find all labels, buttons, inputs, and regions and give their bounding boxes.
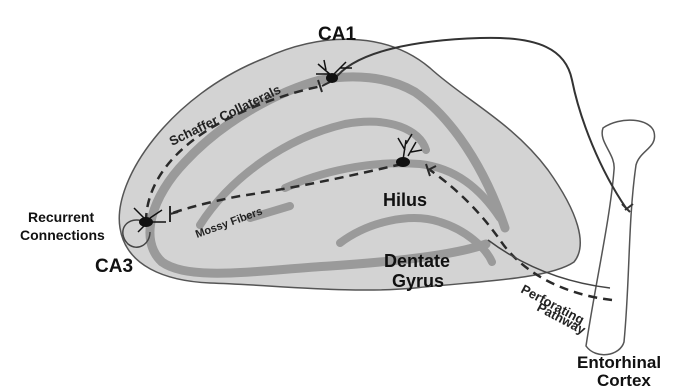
entorhinal-cortex-label-line2: Cortex [597,371,651,389]
entorhinal-cortex-label-line1: Entorhinal [577,353,661,372]
recurrent-connections-label-line1: Recurrent [28,209,94,225]
dentate-gyrus-label-line1: Dentate [384,251,450,271]
ca3-label: CA3 [95,256,133,277]
recurrent-connections-label-line2: Connections [20,227,105,243]
ca1-label: CA1 [318,24,356,45]
hilus-label: Hilus [383,190,427,210]
dentate-gyrus-label-line2: Gyrus [392,271,444,291]
